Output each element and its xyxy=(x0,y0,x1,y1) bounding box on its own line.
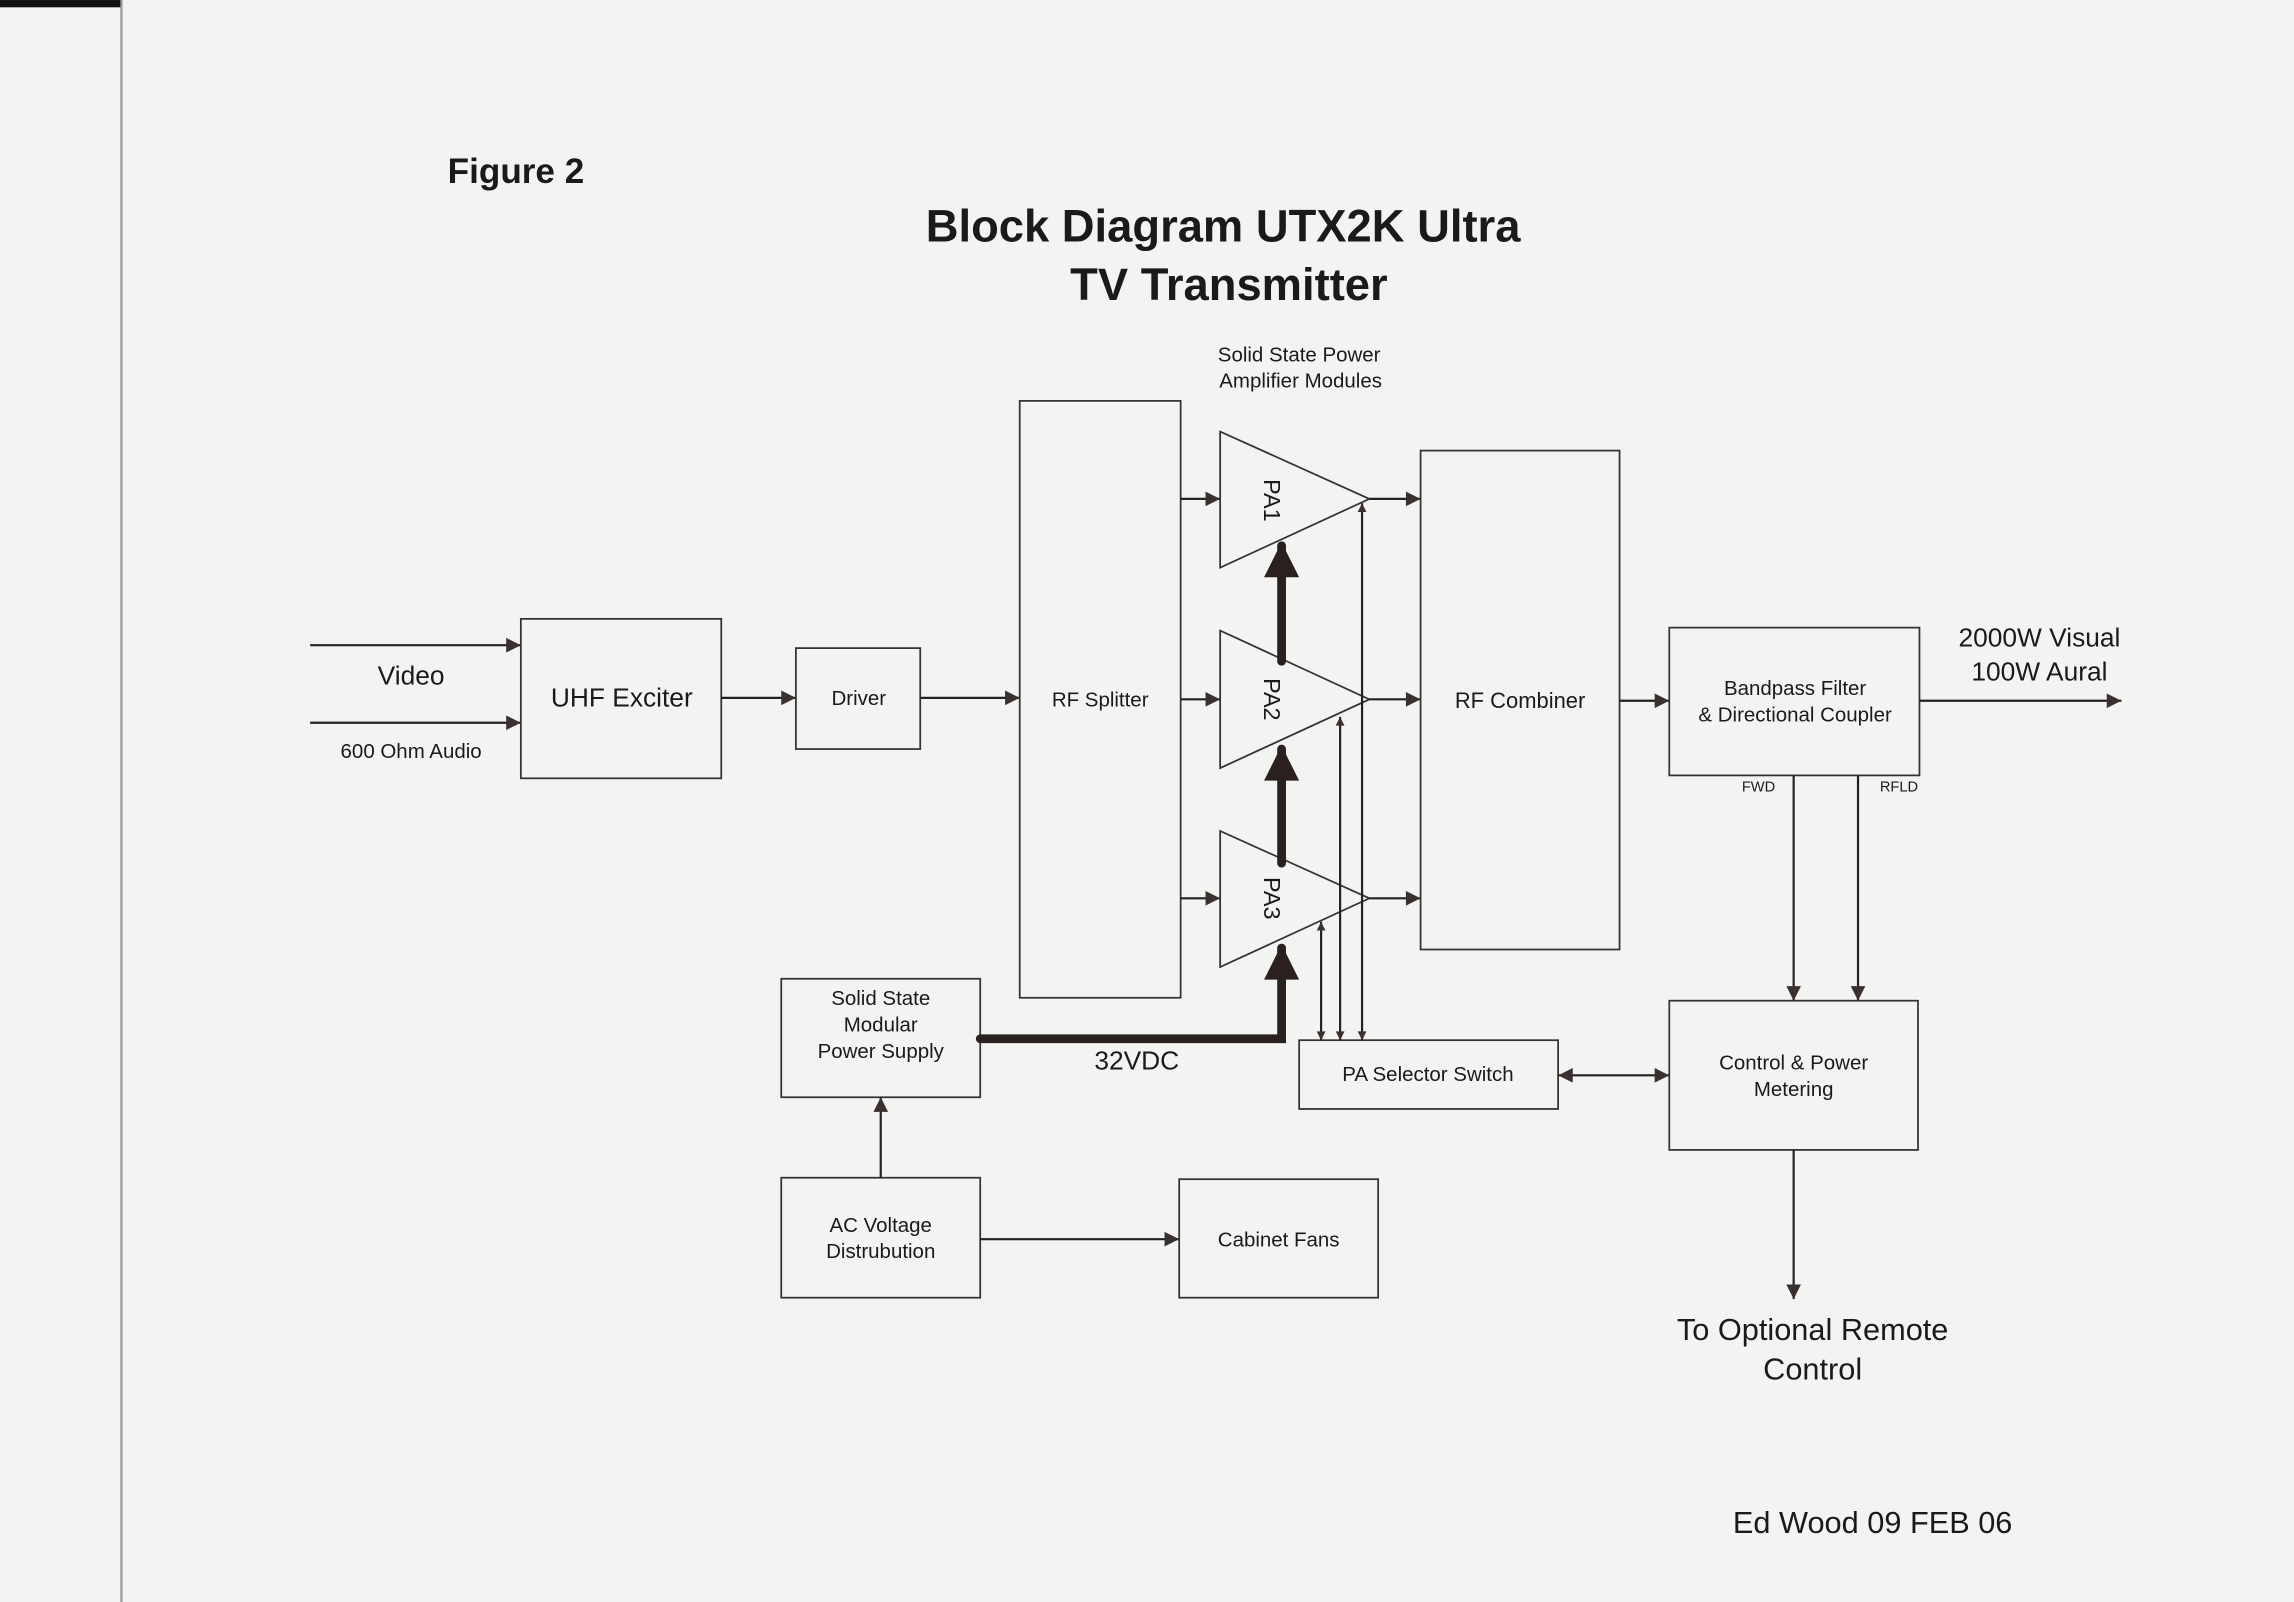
remote-label-2: Control xyxy=(1763,1352,1862,1387)
rf-splitter-label: RF Splitter xyxy=(1052,689,1149,712)
ac-label-2: Distrubution xyxy=(826,1240,935,1263)
pa-group-label-2: Amplifier Modules xyxy=(1219,370,1382,393)
cabinet-fans-label: Cabinet Fans xyxy=(1218,1228,1340,1251)
audio-label: 600 Ohm Audio xyxy=(341,740,482,763)
author-date: Ed Wood 09 FEB 06 xyxy=(1733,1505,2012,1540)
pa2-amplifier xyxy=(1219,629,1372,770)
scan-edge xyxy=(0,0,122,8)
dc-bus-to-pa3 xyxy=(975,943,1300,1044)
pa-group-label-1: Solid State Power xyxy=(1218,343,1381,366)
figure-label: Figure 2 xyxy=(448,152,585,191)
video-label: Video xyxy=(378,661,445,691)
control-label-2: Metering xyxy=(1754,1078,1834,1101)
output-visual-label: 2000W Visual xyxy=(1958,623,2120,653)
pa1-amplifier xyxy=(1219,430,1372,570)
rfld-label: RFLD xyxy=(1880,779,1918,795)
cabinet-fans-block xyxy=(1178,1178,1380,1299)
pa-selector-label: PA Selector Switch xyxy=(1342,1063,1513,1086)
driver-label: Driver xyxy=(831,687,886,710)
uhf-exciter-label: UHF Exciter xyxy=(551,683,693,713)
title-line-1: Block Diagram UTX2K Ultra xyxy=(926,200,1521,251)
pa1-label: PA1 xyxy=(1259,479,1285,521)
bandpass-label-1: Bandpass Filter xyxy=(1724,677,1866,700)
power-supply-label-3: Power Supply xyxy=(818,1040,945,1063)
control-label-1: Control & Power xyxy=(1719,1051,1868,1074)
power-supply-label-2: Modular xyxy=(844,1013,918,1036)
ac-label-1: AC Voltage xyxy=(830,1214,932,1237)
control-metering-block xyxy=(1668,999,1919,1151)
output-aural-label: 100W Aural xyxy=(1971,656,2107,686)
title-line-2: TV Transmitter xyxy=(1070,259,1388,310)
bandpass-label-2: & Directional Coupler xyxy=(1698,703,1892,726)
bandpass-filter-block xyxy=(1668,626,1921,777)
ac-distribution-block xyxy=(780,1176,982,1299)
pa3-label: PA3 xyxy=(1259,877,1285,919)
fwd-label: FWD xyxy=(1742,779,1775,795)
pa2-label: PA2 xyxy=(1259,678,1285,720)
pa3-amplifier xyxy=(1219,829,1372,969)
rf-combiner-label: RF Combiner xyxy=(1455,688,1585,713)
power-supply-label-1: Solid State xyxy=(831,987,930,1010)
dc-bus-label: 32VDC xyxy=(1094,1045,1179,1075)
remote-label-1: To Optional Remote xyxy=(1677,1312,1949,1347)
